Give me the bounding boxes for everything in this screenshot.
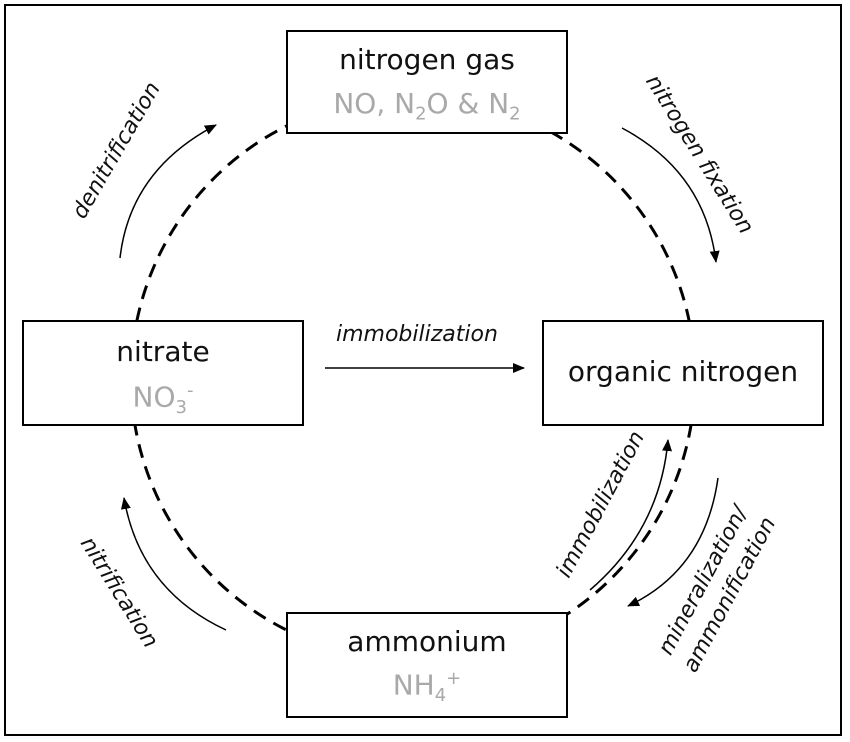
nitrification-arrow (120, 497, 227, 631)
denitrification-arrow (119, 124, 217, 259)
nitrate-label: nitrate (116, 335, 210, 368)
ammonium-formula: NH4+ (392, 668, 462, 706)
nitrogen-fixation-arrow (621, 127, 720, 263)
mineralization-arrow (627, 477, 719, 607)
ammonium-label: ammonium (347, 625, 507, 658)
nitrogen-gas-box: nitrogen gas NO, N2O & N2 (286, 30, 568, 134)
nitrogen-gas-formula: NO, N2O & N2 (333, 87, 521, 125)
nitrate-formula: NO3- (132, 380, 194, 418)
ammonium-box: ammonium NH4+ (286, 612, 568, 718)
immobilization-center-label: immobilization (336, 322, 498, 347)
immobilization-lower-arrow (589, 439, 673, 591)
organic-nitrogen-box: organic nitrogen (542, 320, 824, 426)
nitrate-box: nitrate NO3- (22, 320, 304, 426)
organic-nitrogen-label: organic nitrogen (567, 355, 799, 388)
nitrogen-gas-label: nitrogen gas (339, 43, 515, 76)
